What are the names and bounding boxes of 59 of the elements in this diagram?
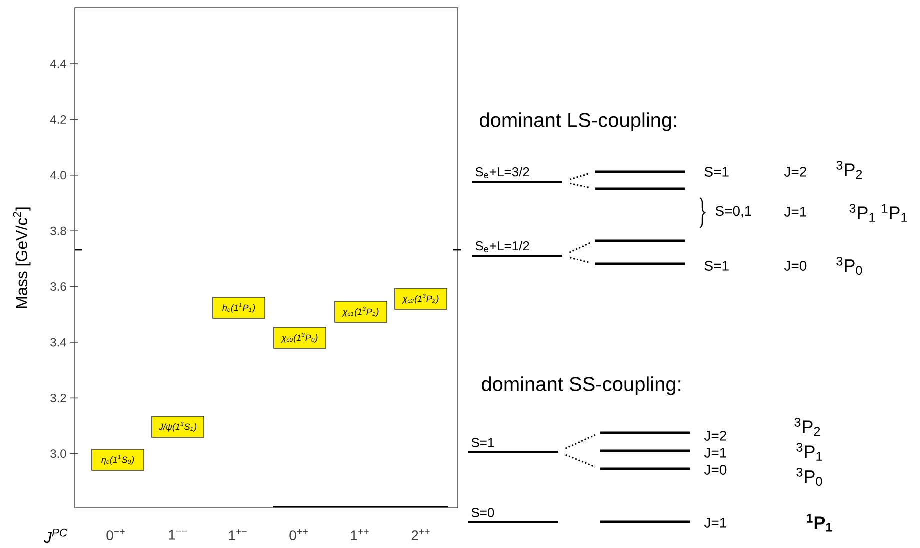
term-symbol: $^{3}$P$_{0}$ <box>836 256 862 275</box>
level-label: S=0,1 <box>716 206 752 218</box>
level-label: J=2 <box>704 431 726 441</box>
level-line: S=0 <box>468 508 558 523</box>
state-box: χ$_{c2}$(1$^{3}$P$_{2}$) <box>394 288 448 310</box>
level-label: J=0 <box>784 261 807 271</box>
level-label: J=1 <box>704 518 726 528</box>
level-line: S=1 <box>468 438 558 453</box>
level-label: J=1 <box>704 448 726 458</box>
level-line <box>595 240 686 242</box>
axis-title: J$^{PC}$ <box>44 528 68 544</box>
dotted-connector <box>570 182 590 189</box>
tick-label: 3.8 <box>50 226 66 236</box>
level-line <box>600 432 690 434</box>
dotted-connector <box>569 242 591 254</box>
category-label: 0$^{++}$ <box>290 529 308 540</box>
heading: dominant SS-coupling: <box>482 376 681 396</box>
level-line: S$_{e}$+L=3/2 <box>472 167 562 183</box>
heading: dominant LS-coupling: <box>480 112 676 132</box>
tick-label: 3.4 <box>50 338 66 347</box>
level-line <box>595 188 686 190</box>
state-box: h$_{c}$(1$^{1}$P$_{1}$) <box>212 297 266 319</box>
category-label: 1$^{+−}$ <box>229 530 247 540</box>
state-box: J/ψ(1$^{3}$S$_{1}$) <box>152 416 204 438</box>
tick-label: 3.0 <box>50 450 66 458</box>
level-line <box>600 468 690 470</box>
level-line: S$_{e}$+L=1/2 <box>472 241 562 257</box>
level-label: J=1 <box>784 207 806 217</box>
category-label: 2$^{++}$ <box>412 530 430 540</box>
tick-label: 3.6 <box>50 282 66 292</box>
term-symbol: $^{3}$P$_{0}$ <box>796 468 822 486</box>
level-line <box>600 520 690 524</box>
category-label: 0$^{−+}$ <box>106 529 125 540</box>
tick-label: 4.4 <box>50 60 66 68</box>
level-label: S=1 <box>704 167 729 177</box>
level-line <box>600 450 690 452</box>
term-symbol: $^{3}$P$_{2}$ <box>836 161 862 179</box>
dotted-connector <box>570 172 590 180</box>
dotted-connector <box>566 454 596 468</box>
term-symbol: $^{3}$P$_{1}$ <box>796 443 822 461</box>
level-label: S=1 <box>704 261 729 271</box>
axis-title: Mass [GeV/c$^{2}$] <box>13 208 31 308</box>
dotted-connector <box>565 434 596 450</box>
tick-label: 4.2 <box>50 116 66 124</box>
state-box: η$_{c}$(1$^{1}$S$_{0}$) <box>92 449 144 471</box>
tick-label: 4.0 <box>50 171 66 180</box>
level-line <box>595 262 686 266</box>
level-label: J=0 <box>704 465 727 475</box>
level-label: J=2 <box>784 167 806 177</box>
term-symbol: $^{3}$P$_{2}$ <box>794 418 820 436</box>
category-label: 1$^{++}$ <box>351 530 369 540</box>
term-symbol: $^{3}$P$_{1}$ $^{1}$P$_{1}$ <box>850 204 908 222</box>
dotted-connector <box>570 257 590 264</box>
state-box: χ$_{c0}$(1$^{3}$P$_{0}$) <box>274 327 326 349</box>
tick-label: 3.2 <box>50 394 66 402</box>
term-symbol: $^{1}$P$_{1}$ <box>807 514 832 532</box>
state-box: χ$_{c1}$(1$^{3}$P$_{1}$) <box>334 301 388 323</box>
category-label: 1$^{−−}$ <box>169 530 187 540</box>
level-line <box>595 170 686 174</box>
